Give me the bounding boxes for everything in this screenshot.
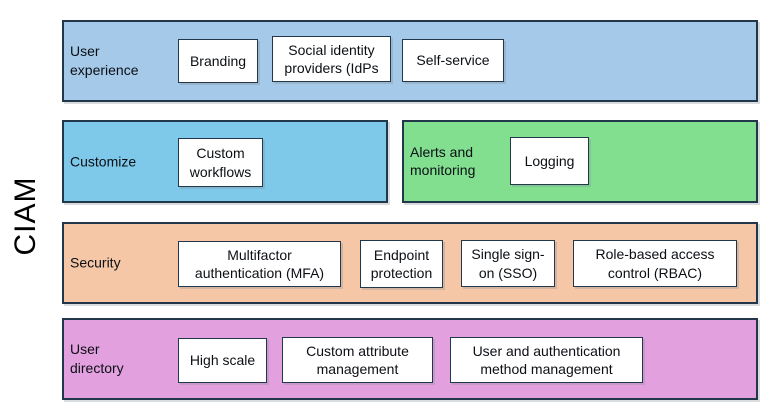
feature-box-label: Self-service: [416, 52, 490, 69]
feature-box-label: Social identity providers (IdPs: [284, 41, 379, 76]
feature-box-role-based-access-control: Role-based access control (RBAC): [573, 240, 737, 287]
feature-box-single-sign-on: Single sign-on (SSO): [461, 240, 555, 287]
feature-box-multifactor-authentication: Multifactor authentication (MFA): [178, 241, 341, 287]
feature-box-label: Custom workflows: [189, 145, 252, 180]
band-label-alerts-and-monitoring: Alerts and monitoring: [410, 143, 476, 179]
feature-box-label: Custom attribute management: [306, 342, 409, 377]
feature-box-custom-workflows: Custom workflows: [178, 138, 263, 187]
band-label-user-directory: User directory: [70, 341, 124, 376]
feature-box-label: Role-based access control (RBAC): [595, 246, 715, 281]
feature-box-label: Multifactor authentication (MFA): [194, 246, 325, 281]
feature-box-label: Single sign-on (SSO): [471, 246, 545, 281]
feature-box-social-identity-providers: Social identity providers (IdPs: [272, 36, 391, 82]
feature-box-logging: Logging: [510, 137, 589, 185]
feature-box-branding: Branding: [178, 39, 258, 83]
feature-box-label: Branding: [189, 52, 247, 69]
feature-box-label: Endpoint protection: [370, 246, 433, 281]
feature-box-self-service: Self-service: [402, 39, 504, 82]
feature-box-high-scale: High scale: [178, 338, 267, 383]
feature-box-custom-attribute-management: Custom attribute management: [282, 337, 433, 383]
band-label-customize: Customize: [70, 153, 137, 170]
feature-box-endpoint-protection: Endpoint protection: [360, 240, 443, 288]
ciam-axis-label: CIAM: [9, 176, 42, 256]
band-label-security: Security: [70, 254, 121, 271]
feature-box-label: Logging: [524, 152, 575, 169]
feature-box-label: User and authentication method managemen…: [472, 342, 621, 377]
band-label-user-experience: User experience: [70, 43, 139, 78]
feature-box-user-and-authentication-method-management: User and authentication method managemen…: [450, 337, 643, 383]
feature-box-label: High scale: [189, 352, 256, 369]
